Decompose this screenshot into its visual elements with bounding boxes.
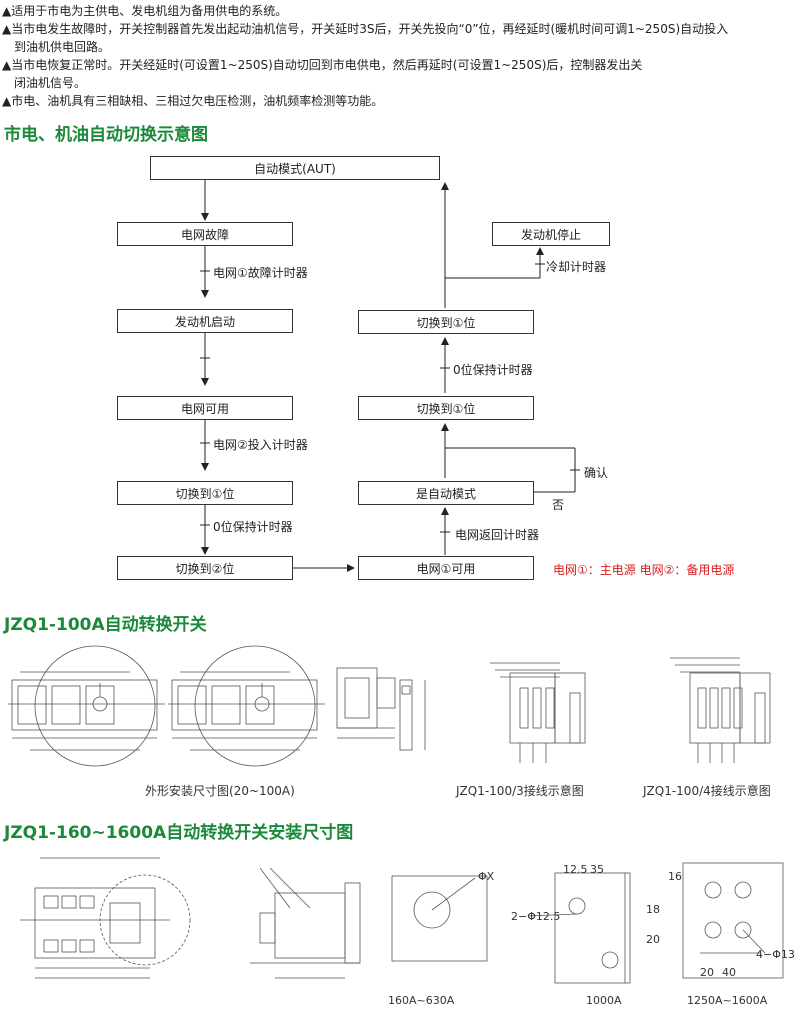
box-grid1-available: 电网①可用 <box>358 556 534 580</box>
bullet-3: ▲当市电恢复正常时。开关经延时(可设置1~250S)自动切回到市电供电，然后再延… <box>2 58 643 72</box>
caption-4wire: JZQ1-100/4接线示意图 <box>643 784 771 798</box>
label-timer-zero-hold-left: 0位保持计时器 <box>213 520 293 534</box>
label-timer-zero-hold-right: 0位保持计时器 <box>453 363 533 377</box>
flow-connectors <box>200 180 580 572</box>
caption-3wire: JZQ1-100/3接线示意图 <box>456 784 584 798</box>
bullet-2: ▲当市电发生故障时，开关控制器首先发出起动油机信号，开关延时3S后，开关先投向“… <box>2 22 729 36</box>
box-engine-stop: 发动机停止 <box>492 222 610 246</box>
dim-20-vertical: 20 <box>646 933 660 946</box>
section-title-flow: 市电、机油自动切换示意图 <box>4 125 208 145</box>
label-confirm: 确认 <box>584 466 609 480</box>
dim-phix: ΦX <box>478 870 495 883</box>
box-grid-available: 电网可用 <box>117 396 293 420</box>
legend-grid-sources: 电网①：主电源 电网②：备用电源 <box>553 563 735 577</box>
feature-list: ▲适用于市电为主供电、发电机组为备用供电的系统。 ▲当市电发生故障时，开关控制器… <box>2 2 798 110</box>
dim-12-5: 12.5 <box>563 863 588 876</box>
caption-1000a: 1000A <box>586 994 622 1007</box>
label-no: 否 <box>552 498 565 512</box>
bullet-1: ▲适用于市电为主供电、发电机组为备用供电的系统。 <box>2 4 288 18</box>
dim-4-phi-13: 4−Φ13 <box>756 948 795 961</box>
label-timer-grid-return: 电网返回计时器 <box>455 528 540 542</box>
box-switch-to-1-top: 切换到①位 <box>358 310 534 334</box>
caption-1250-1600a: 1250A~1600A <box>687 994 768 1007</box>
label-timer-cooling: 冷却计时器 <box>546 260 607 274</box>
dim-2-phi-12-5: 2−Φ12.5 <box>511 910 561 923</box>
caption-dims-20-100a: 外形安装尺寸图(20~100A) <box>145 784 295 798</box>
drawing-jzq1-100a <box>8 645 771 767</box>
box-switch-to-2: 切换到②位 <box>117 556 293 580</box>
box-switch-to-1-left: 切换到①位 <box>117 481 293 505</box>
box-switch-to-1-mid: 切换到①位 <box>358 396 534 420</box>
dim-20-horizontal: 20 <box>700 966 714 979</box>
dim-35: 35 <box>590 863 604 876</box>
bullet-3-cont: 闭油机信号。 <box>14 76 87 90</box>
box-is-auto-mode: 是自动模式 <box>358 481 534 505</box>
box-auto-mode: 自动模式(AUT) <box>150 156 440 180</box>
box-grid-fault: 电网故障 <box>117 222 293 246</box>
dim-16: 16 <box>668 870 682 883</box>
bullet-4: ▲市电、油机具有三相缺相、三相过欠电压检测，油机频率检测等功能。 <box>2 94 384 108</box>
bullet-2-cont: 到油机供电回路。 <box>14 40 111 54</box>
label-timer-grid1-fault: 电网①故障计时器 <box>213 266 308 280</box>
caption-160-630a: 160A~630A <box>388 994 455 1007</box>
dim-18: 18 <box>646 903 660 916</box>
section-title-jzq1-100a: JZQ1-100A自动转换开关 <box>4 615 207 635</box>
dim-40: 40 <box>722 966 736 979</box>
label-timer-grid2-input: 电网②投入计时器 <box>213 438 308 452</box>
section-title-jzq1-160-1600a: JZQ1-160~1600A自动转换开关安装尺寸图 <box>4 823 354 843</box>
drawing-jzq1-160-1600a <box>20 857 784 984</box>
box-engine-start: 发动机启动 <box>117 309 293 333</box>
